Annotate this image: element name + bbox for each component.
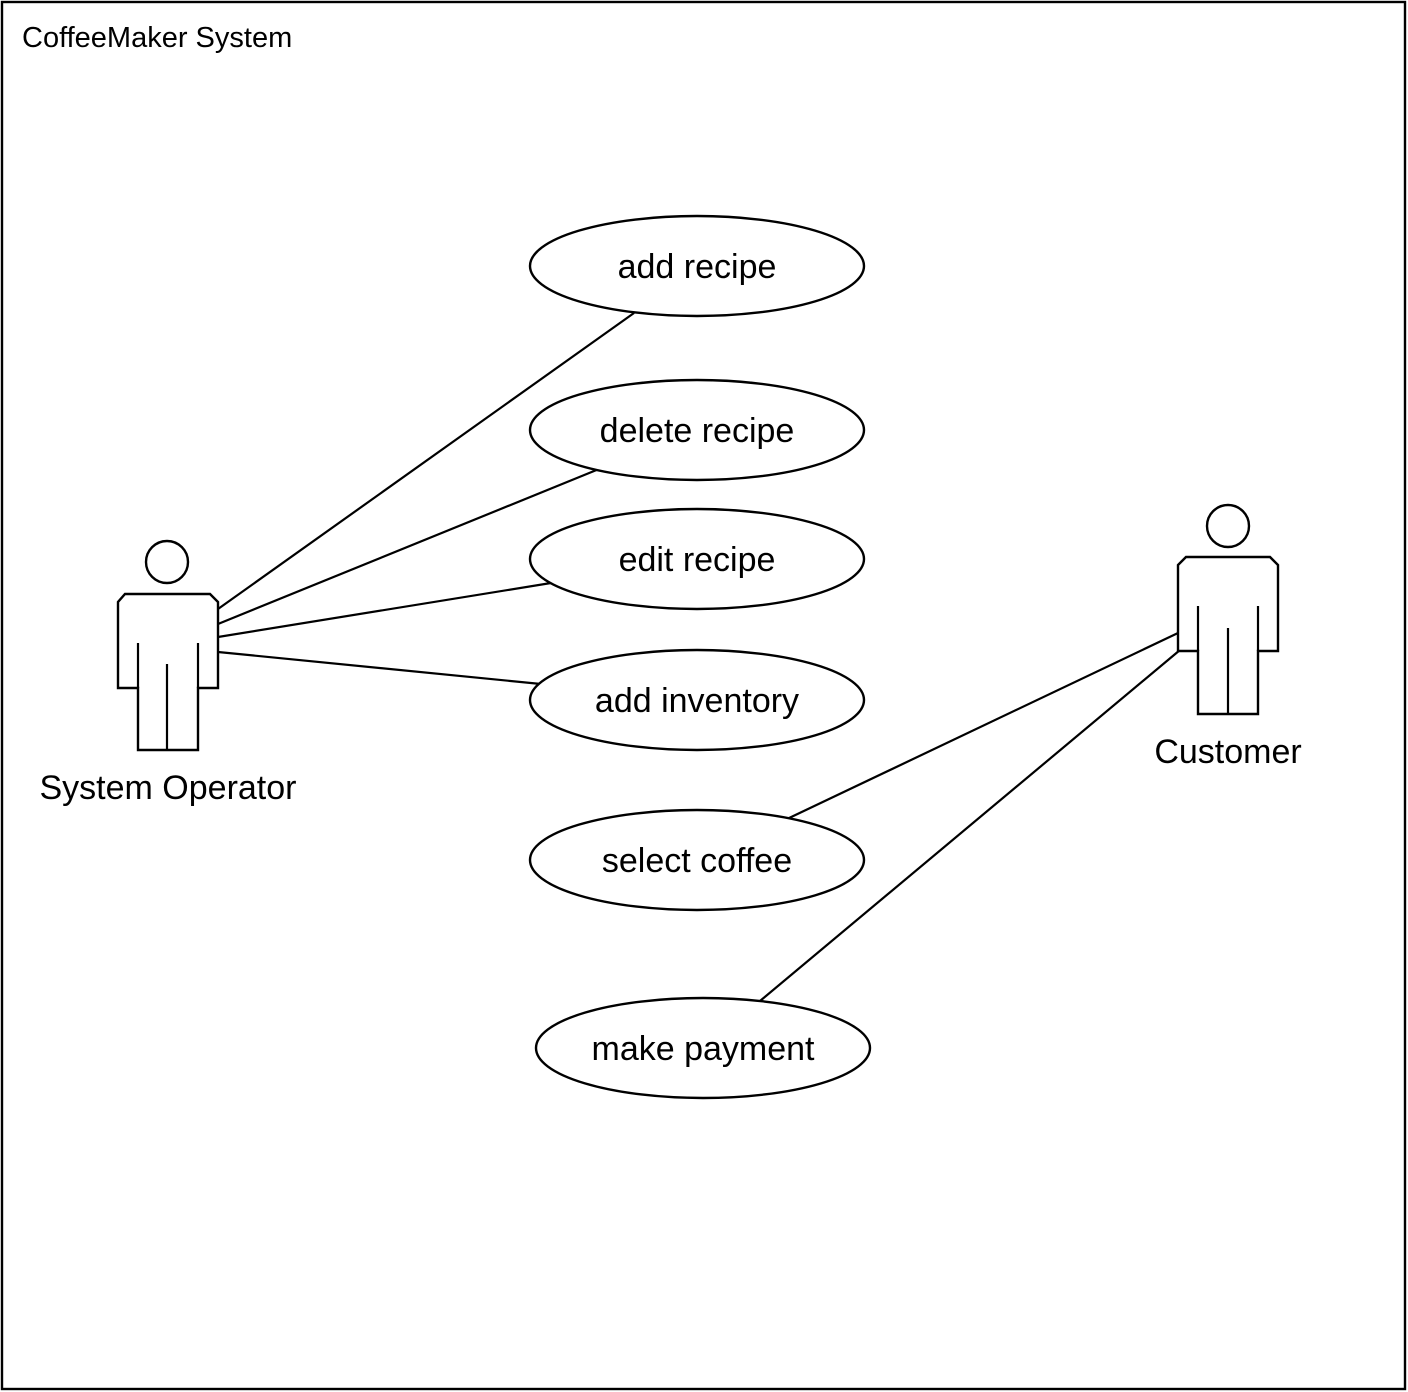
use-case-add-recipe[interactable]: add recipe xyxy=(528,214,866,318)
use-case-label: add recipe xyxy=(618,248,777,286)
use-case-edit-recipe[interactable]: edit recipe xyxy=(528,507,866,611)
use-case-oval xyxy=(534,996,872,1100)
association-line-edit-recipe xyxy=(217,581,552,639)
use-case-label: edit recipe xyxy=(619,541,776,579)
association-line-make-payment xyxy=(759,649,1181,1002)
actor-label: System Operator xyxy=(40,769,297,807)
association-line-add-recipe xyxy=(217,312,635,610)
actor-figure-icon xyxy=(1176,503,1280,716)
use-case-make-payment[interactable]: make payment xyxy=(534,996,872,1100)
use-case-select-coffee[interactable]: select coffee xyxy=(528,808,866,912)
use-case-oval xyxy=(528,214,866,318)
association-line-add-inventory xyxy=(217,650,542,686)
use-case-oval xyxy=(528,648,866,752)
system-title: CoffeeMaker System xyxy=(22,22,292,54)
use-case-oval xyxy=(528,378,866,482)
actor-customer[interactable]: Customer xyxy=(1154,503,1302,771)
actor-system-operator[interactable]: System Operator xyxy=(40,539,297,807)
use-case-label: select coffee xyxy=(602,842,792,880)
use-case-label: add inventory xyxy=(595,682,799,720)
associations xyxy=(217,312,1181,1002)
actor-figure-icon xyxy=(116,539,220,752)
use-case-delete-recipe[interactable]: delete recipe xyxy=(528,378,866,482)
association-line-delete-recipe xyxy=(217,467,600,626)
association-line-select-coffee xyxy=(786,632,1179,820)
use-case-oval xyxy=(528,507,866,611)
use-case-oval xyxy=(528,808,866,912)
use-case-label: delete recipe xyxy=(600,412,795,450)
actor-label: Customer xyxy=(1154,733,1301,771)
use-case-add-inventory[interactable]: add inventory xyxy=(528,648,866,752)
use-case-label: make payment xyxy=(592,1030,816,1068)
